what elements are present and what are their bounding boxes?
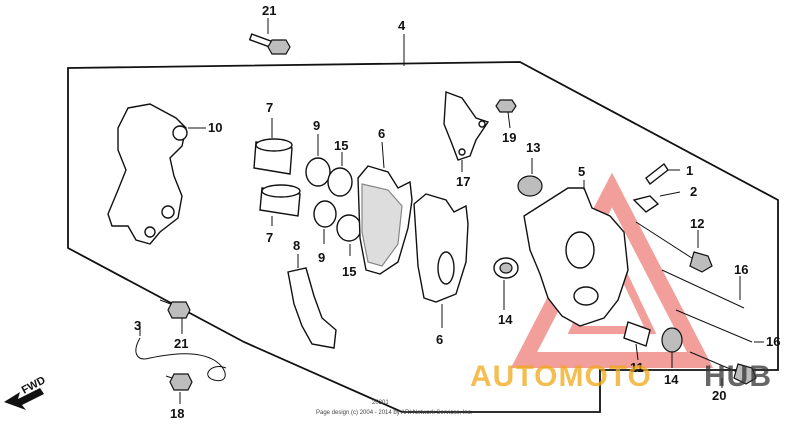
callout-20: 20 [712, 388, 726, 403]
bolt-21-top [248, 18, 291, 55]
seal-9-lower [313, 200, 337, 244]
callout-14-top: 14 [498, 312, 513, 327]
bolt-18 [165, 373, 193, 404]
callout-3: 3 [134, 318, 141, 333]
callout-5: 5 [578, 164, 585, 179]
callout-4: 4 [398, 18, 406, 33]
piston-7-lower [259, 184, 301, 226]
callout-17: 17 [456, 174, 470, 189]
callout-8: 8 [293, 238, 300, 253]
callout-7-bottom: 7 [266, 230, 273, 245]
bolt-21-lower [159, 299, 191, 334]
forward-arrow-icon [4, 388, 44, 410]
callout-15-top: 15 [334, 138, 348, 153]
brake-pad-6-left [357, 141, 413, 275]
callout-19: 19 [502, 130, 516, 145]
watermark-text-hub: HUB [704, 360, 772, 393]
callout-6-bottom: 6 [436, 332, 443, 347]
pad-spring-8 [287, 254, 337, 349]
footer-code: 20301 [372, 400, 389, 406]
footer-copyright: Page design (c) 2004 - 2014 by ARI Netwo… [316, 410, 473, 416]
bleeder-1 [645, 162, 680, 186]
callout-16-bottom: 16 [766, 334, 780, 349]
cap-2 [632, 191, 681, 213]
callout-1: 1 [686, 163, 693, 178]
callout-14-bottom: 14 [664, 372, 679, 387]
bolt-19 [495, 99, 517, 129]
pin-12 [635, 221, 713, 273]
bolt-20 [689, 351, 757, 388]
callout-15-bottom: 15 [342, 264, 356, 279]
callout-21-bottom: 21 [174, 336, 188, 351]
clip-3 [135, 322, 227, 382]
callout-16-top: 16 [734, 262, 748, 277]
seal-9-upper [305, 134, 331, 187]
callout-9-bottom: 9 [318, 250, 325, 265]
assembly-frame [67, 61, 779, 413]
caliper-bracket-10 [107, 103, 206, 245]
callout-12: 12 [690, 216, 704, 231]
sleeve-11 [623, 321, 651, 361]
callout-18: 18 [170, 406, 184, 421]
watermark-text-automoto: AUTOMOTO [470, 360, 652, 393]
callout-9-top: 9 [313, 118, 320, 133]
caliper-body-5 [523, 180, 629, 327]
bushing-13 [517, 158, 543, 197]
callout-10: 10 [208, 120, 222, 135]
callout-21-top: 21 [262, 3, 276, 18]
pin-16-lower [675, 309, 764, 343]
brake-pad-6-right [413, 193, 469, 328]
boot-14-upper [493, 257, 519, 310]
boot-14-lower [661, 327, 683, 368]
callout-13: 13 [526, 140, 540, 155]
piston-7-upper [253, 118, 293, 175]
retainer-17 [443, 91, 490, 172]
callout-6-top: 6 [378, 126, 385, 141]
callout-2: 2 [690, 184, 697, 199]
callout-7-top: 7 [266, 100, 273, 115]
pin-16-upper [661, 269, 745, 309]
seal-15-upper [327, 152, 353, 197]
seal-15-lower [336, 214, 362, 256]
callout-11: 11 [630, 360, 644, 375]
